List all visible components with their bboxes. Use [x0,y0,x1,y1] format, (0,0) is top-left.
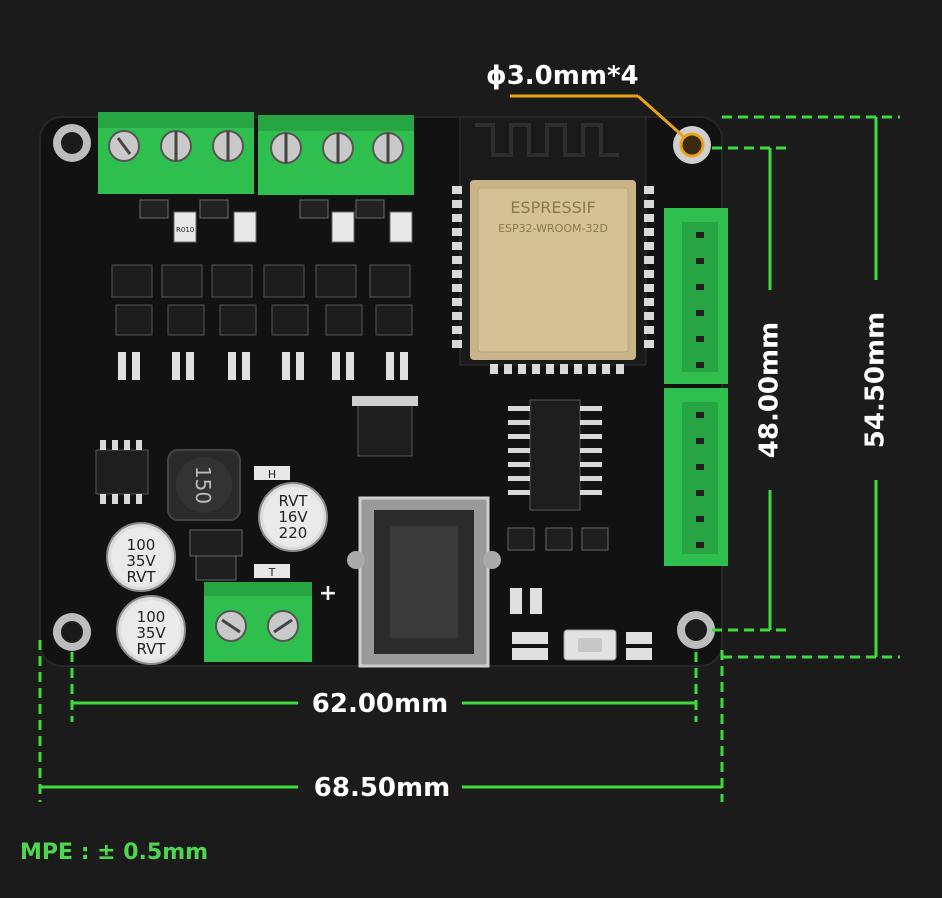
h-mark-box [254,466,290,480]
capacitor-220-line-3: 220 [279,524,308,542]
esp32-model: ESP32-WROOM-32D [498,222,608,235]
height-inner-dimension [712,146,790,632]
hole-callout [510,94,686,140]
terminal-block-power [204,582,312,662]
smd-resistors-row [118,352,408,380]
capacitor-100-lower-line-2: 35V [136,624,166,642]
capacitor-220-line-2: 16V [278,508,308,526]
h-mark: H [268,468,276,481]
connector-right-lower [664,388,728,566]
resistor-label-r010: R010 [176,226,194,234]
power-ic [95,440,149,504]
mounting-hole-bottom-right [677,611,715,649]
driver-chips [111,264,413,336]
capacitor-220-line-1: RVT [278,492,308,510]
regulator-ic [352,396,418,457]
height-outer-dimension [722,115,900,659]
t-mark-box [254,564,290,578]
serial-chip [508,399,602,511]
capacitor-100-upper [106,522,176,592]
esp32-module [452,116,654,374]
terminal-block-top-left [98,112,254,194]
capacitor-100-upper-line-3: RVT [126,568,156,586]
connector-right-upper [664,208,728,384]
esp32-brand: ESPRESSIF [510,198,595,217]
height-inner-label: 48.00mm [755,322,785,458]
capacitor-100-upper-line-1: 100 [127,536,156,554]
smd-components-row [139,199,413,243]
terminal-block-top-right [258,115,414,195]
t-mark: T [268,566,276,579]
capacitor-100-upper-line-2: 35V [126,552,156,570]
mpe-tolerance-label: MPE : ± 0.5mm [20,840,209,865]
width-inner-label: 62.00mm [312,689,448,719]
transistors [507,527,609,551]
capacitor-100-lower-line-3: RVT [136,640,166,658]
width-outer-label: 68.50mm [314,773,450,803]
capacitor-100-lower-line-1: 100 [137,608,166,626]
mounting-hole-bottom-left [53,613,91,651]
diode [189,529,243,581]
reset-button [563,629,617,661]
height-outer-label: 54.50mm [861,312,891,448]
width-outer-dimension [38,640,724,802]
inductor [167,449,241,521]
capacitor-100-lower [116,595,186,665]
mounting-hole-top-left [53,124,91,162]
bottom-smd-parts [510,588,652,660]
capacitor-220 [258,482,328,552]
hole-callout-label: ϕ3.0mm*4 [486,61,639,91]
plus-sign: + [319,581,337,606]
usb-b-connector [347,496,501,668]
width-inner-dimension [70,652,698,722]
inductor-label: 150 [191,466,215,504]
